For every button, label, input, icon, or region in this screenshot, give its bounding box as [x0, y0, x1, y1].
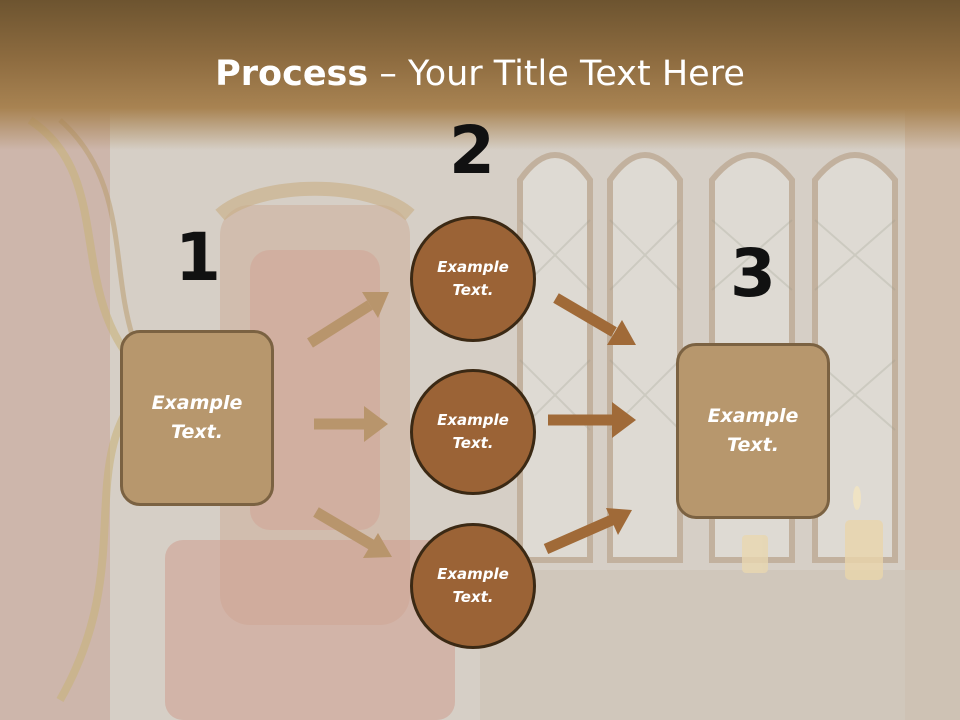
circle-middle-text: Example Text.	[437, 411, 509, 452]
arrow-box-to-circle-top	[307, 292, 389, 348]
circle-top[interactable]: Example Text.	[410, 216, 536, 342]
step-number-1: 1	[175, 219, 221, 296]
step-number-3: 3	[730, 235, 776, 312]
arrow-circle-bottom-to-box	[543, 508, 632, 555]
arrow-box-to-circle-middle	[314, 406, 388, 442]
title-rest: – Your Title Text Here	[368, 54, 745, 94]
arrow-circle-top-to-box	[553, 293, 636, 345]
slide-title: Process – Your Title Text Here	[0, 52, 960, 96]
circle-bottom-text: Example Text.	[437, 565, 509, 606]
title-band	[0, 0, 960, 150]
step-3-text: Example Text.	[707, 405, 799, 456]
title-bold: Process	[215, 54, 369, 94]
arrow-circle-middle-to-box	[548, 402, 636, 438]
circle-bottom[interactable]: Example Text.	[410, 523, 536, 649]
circle-top-text: Example Text.	[437, 258, 509, 299]
step-3-box[interactable]: Example Text.	[676, 343, 830, 519]
step-1-box[interactable]: Example Text.	[120, 330, 274, 506]
step-number-2: 2	[449, 112, 495, 189]
arrow-box-to-circle-bottom	[313, 507, 392, 558]
circle-middle[interactable]: Example Text.	[410, 369, 536, 495]
step-1-text: Example Text.	[151, 392, 243, 443]
